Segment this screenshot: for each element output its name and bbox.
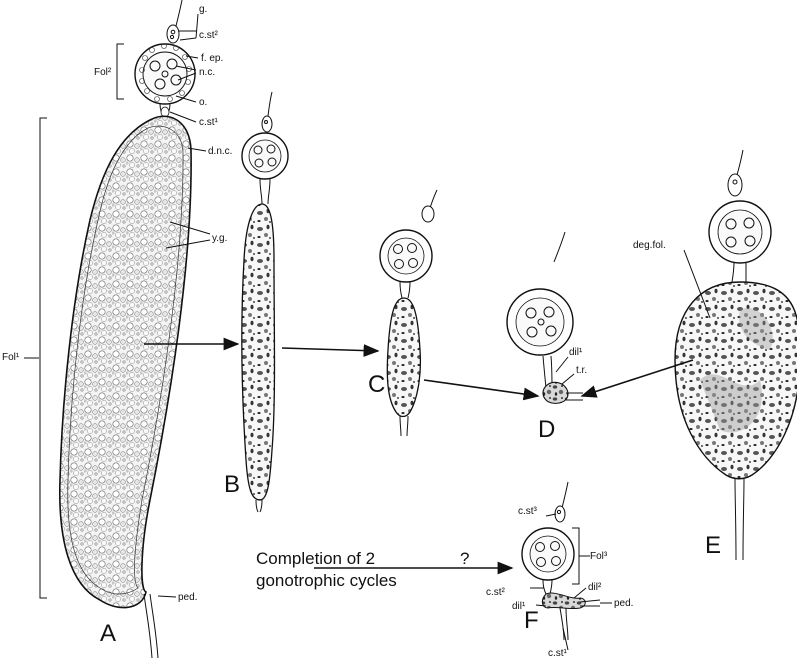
label-nc: n.c. [199,67,215,78]
follicle-1-oocyte [60,116,191,607]
label-o: o. [199,97,207,108]
label-cst1-f: c.st¹ [548,648,568,658]
labels-f: c.st³ Fol³ c.st² dil² dil¹ ped. c.st¹ [486,506,633,658]
completion-question: ? [460,549,469,568]
label-cst3: c.st³ [518,506,538,517]
label-tr: t.r. [576,365,587,376]
labels-d: dil¹ t.r. [556,347,587,384]
panel-e [675,150,797,560]
label-dil2-f: dil² [588,582,602,593]
label-g: g. [199,4,207,15]
label-fol3: Fol³ [590,551,608,562]
label-cst2: c.st² [199,30,219,41]
panel-c [380,190,437,436]
completion-note: Completion of 2 gonotrophic cycles ? [256,549,512,590]
label-degfol: deg.fol. [633,240,666,251]
panel-letter-e: E [705,532,721,559]
label-ped-a: ped. [178,592,197,603]
panel-letter-c: C [368,371,385,398]
panel-letter-b: B [224,471,240,498]
panel-a [40,0,195,658]
label-ped-f: ped. [614,598,633,609]
label-dnc: d.n.c. [208,146,232,157]
label-yg: y.g. [212,233,227,244]
label-fol1: Fol¹ [2,352,20,363]
panel-letter-a: A [100,620,116,647]
panel-letter-d: D [538,416,555,443]
completion-line-2: gonotrophic cycles [256,571,397,590]
arrow-c-to-d [424,380,538,396]
label-dil1-d: dil¹ [569,347,583,358]
panel-d [507,232,583,403]
panel-letter-f: F [524,607,539,634]
completion-line-1: Completion of 2 [256,549,375,568]
label-cst2-f: c.st² [486,587,506,598]
label-cst1: c.st¹ [199,117,219,128]
label-fol2: Fol² [94,67,112,78]
arrow-b-to-c [282,348,378,351]
panel-b [242,92,288,512]
label-fep: f. ep. [201,53,223,64]
follicle-2-a [135,44,195,105]
